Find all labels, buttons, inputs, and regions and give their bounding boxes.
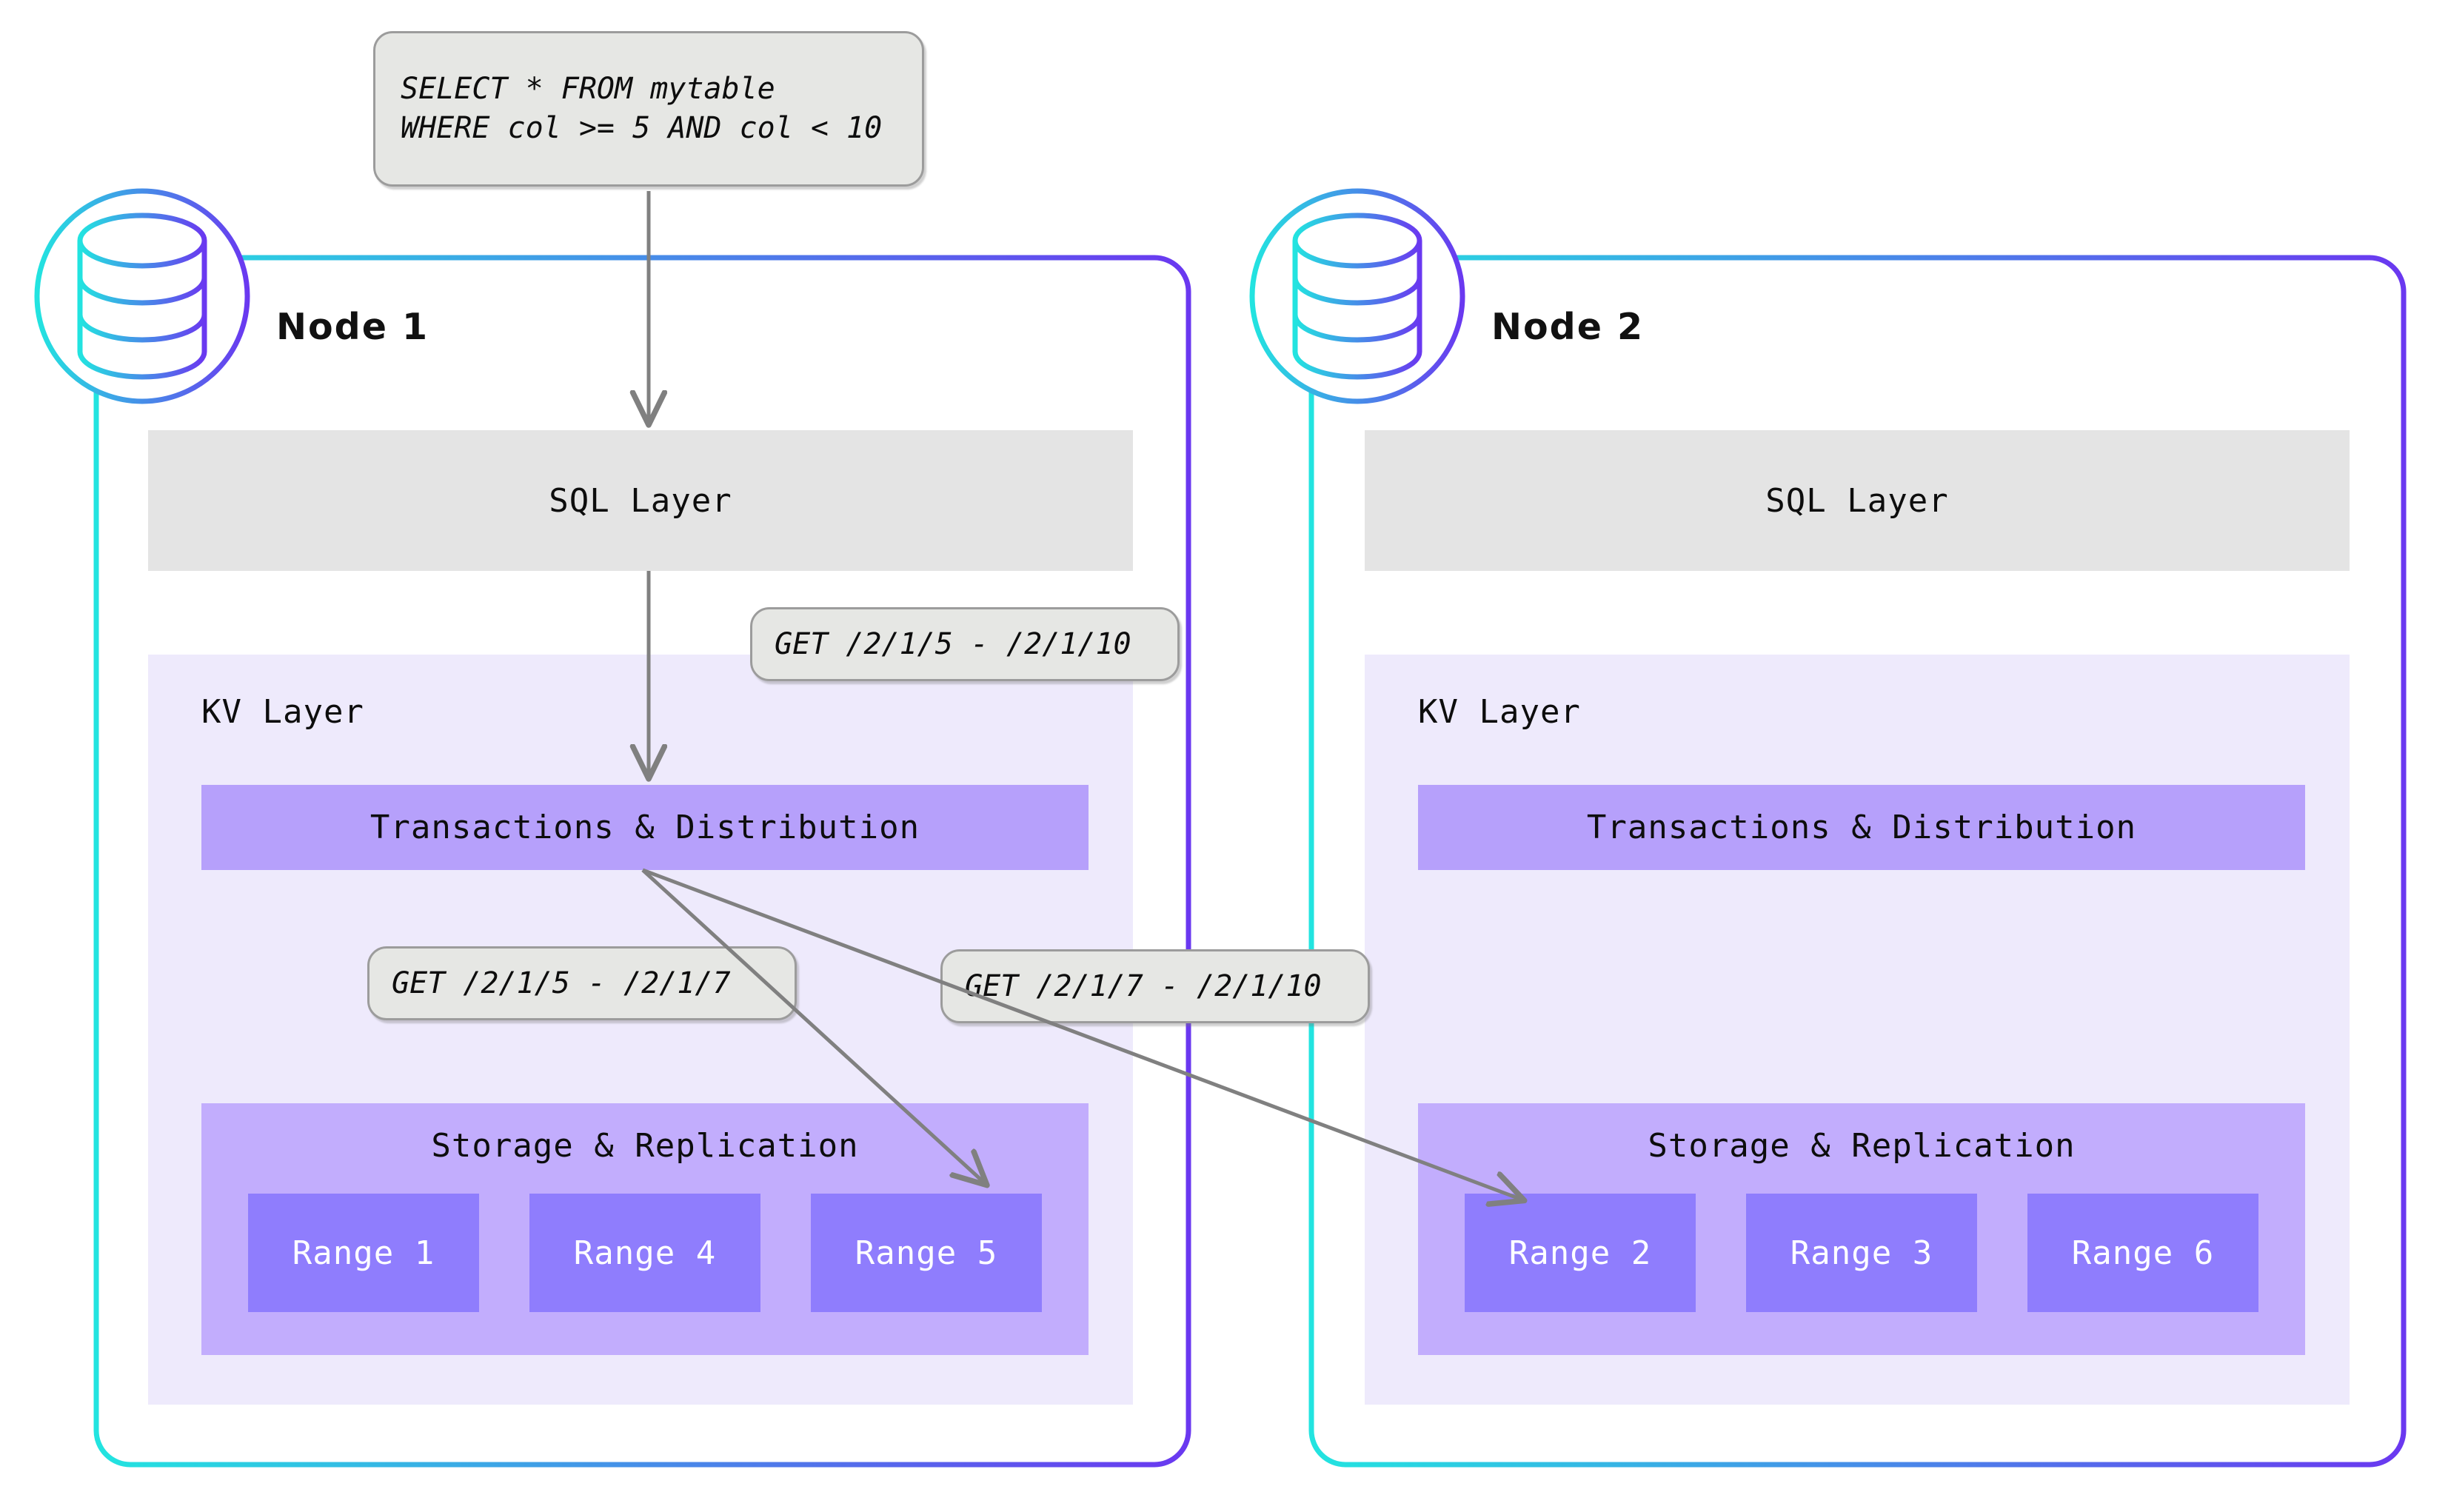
node-2-transactions-label: Transactions & Distribution <box>1586 809 2137 846</box>
node-1-storage-box[interactable]: Storage & Replication Range 1 Range 4 Ra… <box>201 1103 1089 1355</box>
callout-range5-request-text: GET /2/1/5 - /2/1/7 <box>392 966 731 1000</box>
node-1-transactions-bar[interactable]: Transactions & Distribution <box>201 785 1089 870</box>
node-2-sql-layer[interactable]: SQL Layer <box>1365 430 2350 571</box>
range-label: Range 5 <box>855 1234 998 1272</box>
node-2-range-row: Range 2 Range 3 Range 6 <box>1418 1194 2305 1312</box>
callout-range5-request[interactable]: GET /2/1/5 - /2/1/7 <box>367 946 797 1020</box>
range-label: Range 3 <box>1790 1234 1933 1272</box>
callout-range2-request-text: GET /2/1/7 - /2/1/10 <box>965 969 1322 1003</box>
node-2-storage-label: Storage & Replication <box>1648 1127 2076 1165</box>
node-1-kv-layer-label: KV Layer <box>201 693 364 731</box>
node-2-storage-box[interactable]: Storage & Replication Range 2 Range 3 Ra… <box>1418 1103 2305 1355</box>
node-1-title: Node 1 <box>276 306 429 348</box>
node-2-database-icon <box>1249 188 1465 404</box>
range-label: Range 4 <box>573 1234 717 1272</box>
sql-query-bubble[interactable]: SELECT * FROM mytable WHERE col >= 5 AND… <box>373 31 924 187</box>
sql-query-line-2: WHERE col >= 5 AND col < 10 <box>401 111 883 145</box>
range-label: Range 2 <box>1508 1234 1652 1272</box>
node-2-transactions-bar[interactable]: Transactions & Distribution <box>1418 785 2305 870</box>
node-1-sql-layer-label: SQL Layer <box>549 481 732 520</box>
sql-query-line-1: SELECT * FROM mytable <box>401 72 775 107</box>
range-box[interactable]: Range 6 <box>2027 1194 2258 1312</box>
node-1-sql-layer[interactable]: SQL Layer <box>148 430 1133 571</box>
callout-kv-request-text: GET /2/1/5 - /2/1/10 <box>775 626 1131 661</box>
range-label: Range 1 <box>292 1234 435 1272</box>
range-box[interactable]: Range 1 <box>248 1194 479 1312</box>
range-box[interactable]: Range 2 <box>1465 1194 1696 1312</box>
range-box[interactable]: Range 5 <box>811 1194 1042 1312</box>
node-2-kv-layer-label: KV Layer <box>1418 693 1581 731</box>
node-1-transactions-label: Transactions & Distribution <box>370 809 920 846</box>
node-1-storage-label: Storage & Replication <box>431 1127 859 1165</box>
callout-range2-request[interactable]: GET /2/1/7 - /2/1/10 <box>940 949 1370 1023</box>
node-2-title: Node 2 <box>1491 306 1645 348</box>
range-box[interactable]: Range 4 <box>529 1194 760 1312</box>
node-1-range-row: Range 1 Range 4 Range 5 <box>201 1194 1089 1312</box>
callout-kv-request[interactable]: GET /2/1/5 - /2/1/10 <box>750 607 1180 681</box>
range-box[interactable]: Range 3 <box>1746 1194 1977 1312</box>
range-label: Range 6 <box>2071 1234 2215 1272</box>
node-1-database-icon <box>34 188 250 404</box>
node-2-sql-layer-label: SQL Layer <box>1765 481 1949 520</box>
